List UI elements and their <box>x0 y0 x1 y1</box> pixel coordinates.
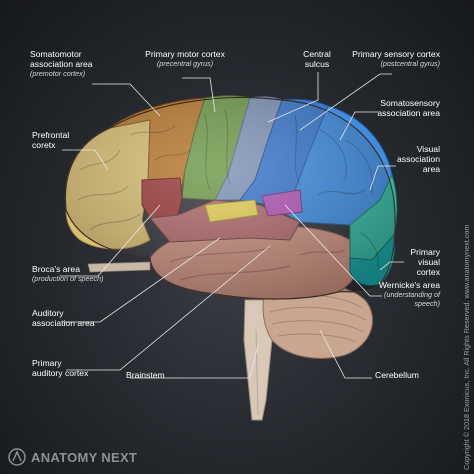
copyright-text: Copyright © 2018 Exonicus, Inc. All Righ… <box>462 224 471 470</box>
visual-association-label: Visual association area <box>397 144 440 174</box>
somatosensory-label: Somatosensory association area <box>377 98 440 118</box>
central-sulcus-label: Central sulcus <box>303 49 331 69</box>
prefrontal-label: Prefrontal coretx <box>32 130 70 150</box>
primary-motor-label: Primary motor cortex (precentral gyrus) <box>145 49 225 68</box>
auditory-association-label: Auditory association area <box>32 308 95 328</box>
brand-name: ANATOMY NEXT <box>31 449 138 465</box>
brainstem-label: Brainstem <box>126 370 165 380</box>
cerebellum-label: Cerebellum <box>375 370 419 380</box>
brocas-label: Broca's area (production of speech) <box>32 264 104 283</box>
primary-auditory-label: Primary auditory cortex <box>32 358 89 378</box>
anatomy-next-logo-icon <box>8 448 26 466</box>
primary-sensory-label: Primary sensory cortex (postcentral gyru… <box>352 49 440 68</box>
wernickes-label: Wernicke's area (understanding of speech… <box>378 280 440 308</box>
primary-visual-label: Primary visual cortex <box>410 247 440 277</box>
brand-logo: ANATOMY NEXT <box>8 448 137 466</box>
somatomotor-label: Somatomotor association area (premotor c… <box>30 49 93 78</box>
